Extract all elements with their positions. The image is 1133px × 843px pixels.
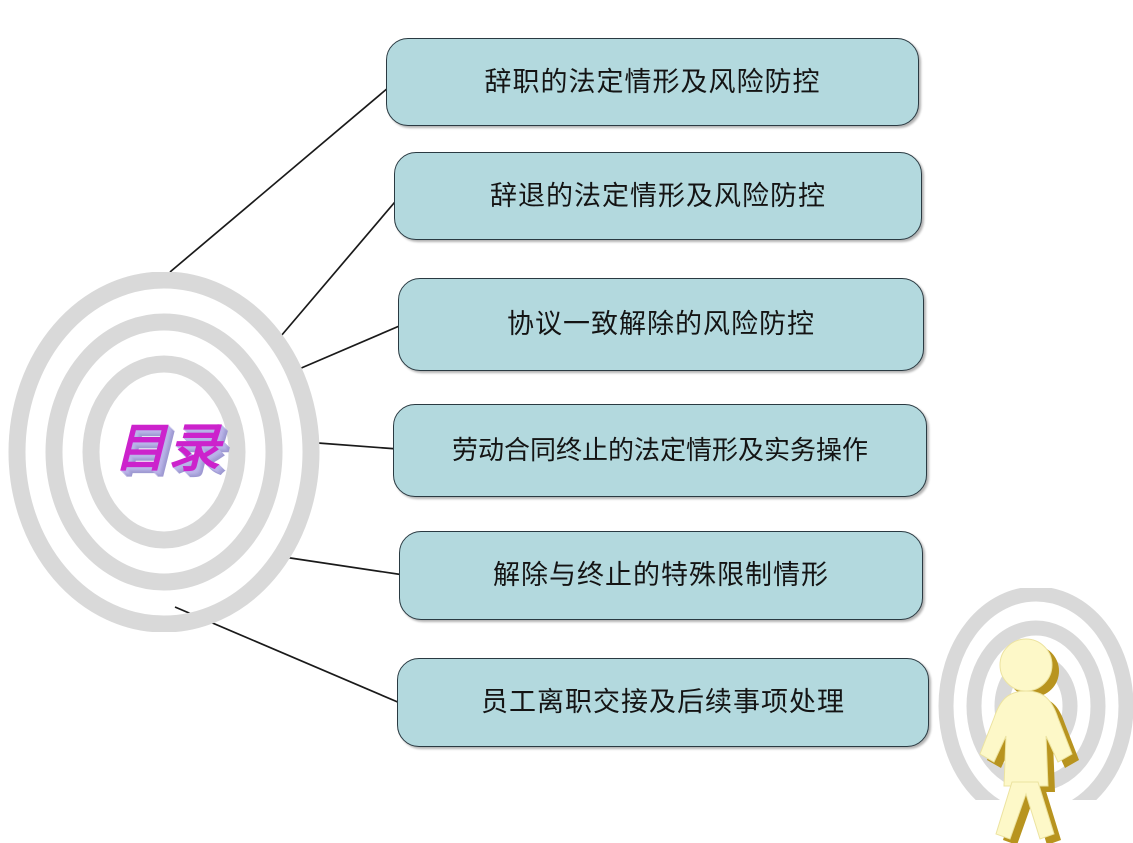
topic-label-3: 协议一致解除的风险防控: [507, 309, 815, 340]
topic-box-1[interactable]: 辞职的法定情形及风险防控: [386, 38, 919, 126]
person-head: [999, 638, 1053, 692]
topic-box-3[interactable]: 协议一致解除的风险防控: [398, 278, 924, 371]
connector-line-4: [317, 442, 399, 450]
connector-line-1: [169, 81, 396, 273]
topic-label-6: 员工离职交接及后续事项处理: [481, 687, 845, 718]
topic-label-5: 解除与终止的特殊限制情形: [493, 560, 829, 591]
topic-box-5[interactable]: 解除与终止的特殊限制情形: [399, 531, 923, 620]
topic-box-4[interactable]: 劳动合同终止的法定情形及实务操作: [393, 404, 927, 497]
person-body: [979, 690, 1073, 787]
topic-box-2[interactable]: 辞退的法定情形及风险防控: [394, 152, 922, 240]
person-figure: [979, 638, 1079, 843]
toc-label-text: 目录: [113, 417, 222, 479]
topic-box-6[interactable]: 员工离职交接及后续事项处理: [397, 658, 929, 747]
person-legs: [995, 781, 1055, 840]
topic-label-1: 辞职的法定情形及风险防控: [484, 66, 821, 98]
concentric-target-left: [8, 272, 320, 632]
topic-label-2: 辞退的法定情形及风险防控: [490, 180, 826, 212]
topic-label-4: 劳动合同终止的法定情形及实务操作: [451, 435, 868, 466]
page-title-toc: 目录: [108, 398, 228, 488]
